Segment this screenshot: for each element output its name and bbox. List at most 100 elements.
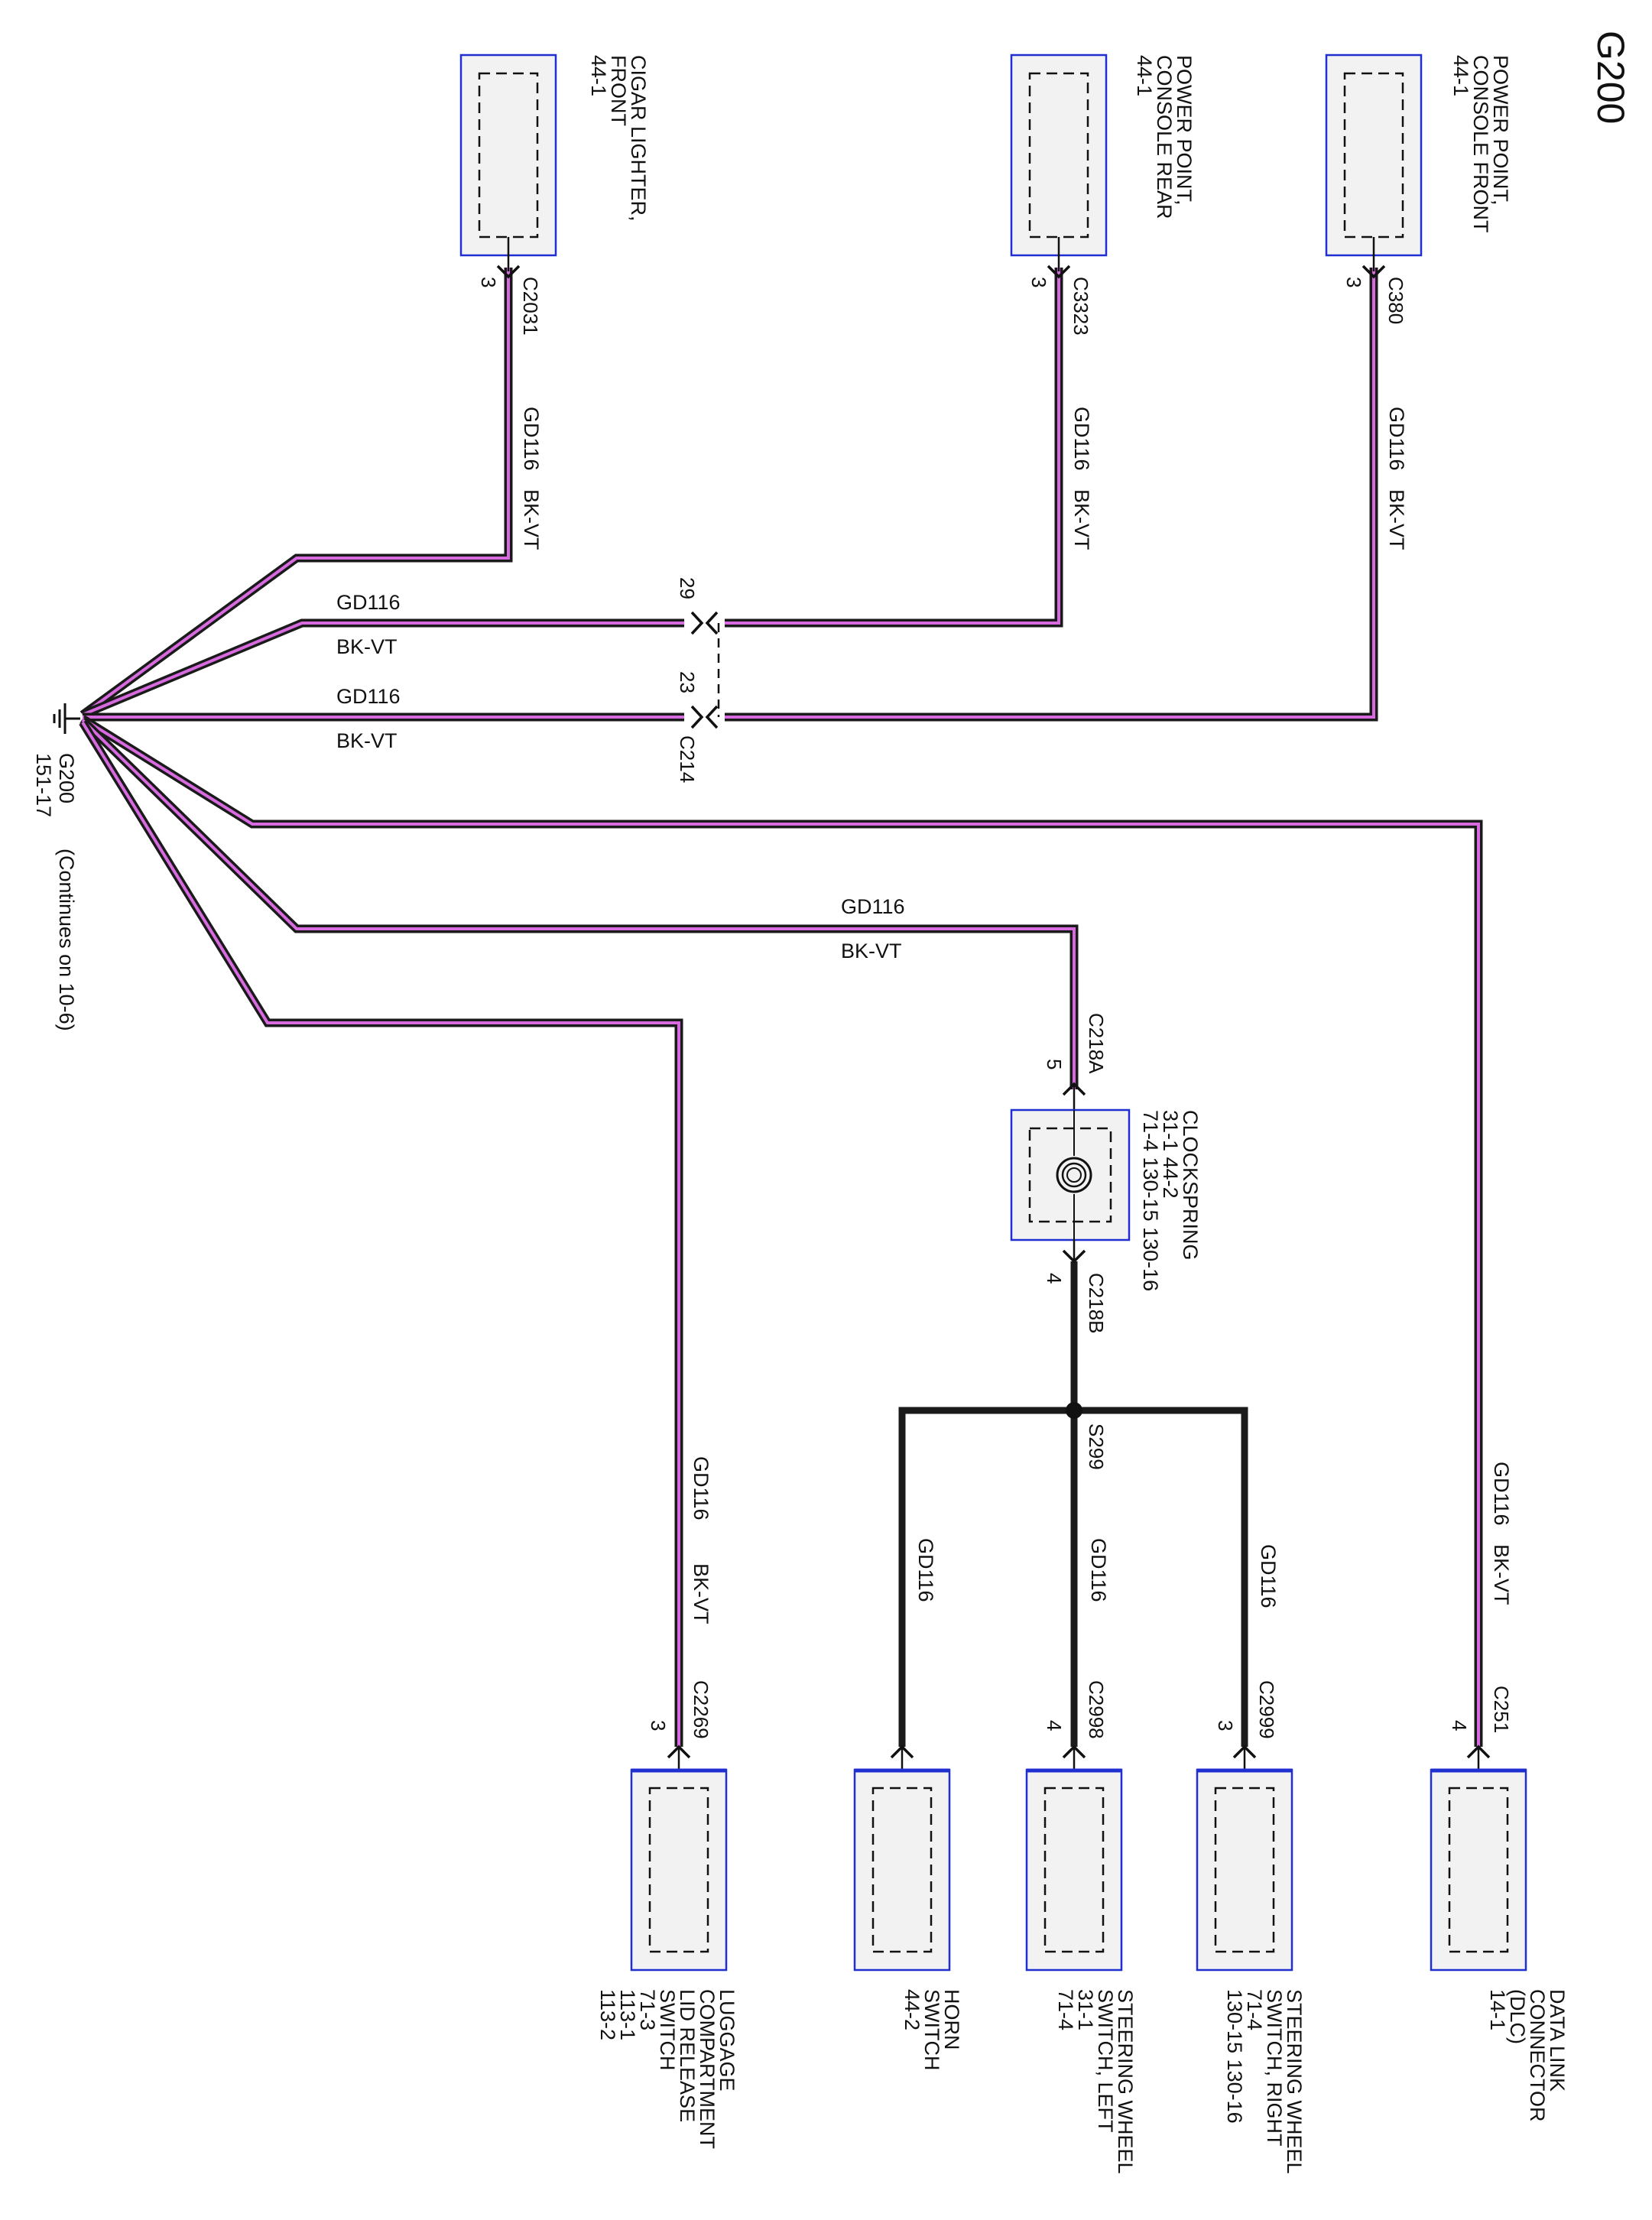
component-name-line-2: SWITCH, LEFT — [1094, 1989, 1117, 2133]
circuit-label: GD116 — [914, 1538, 937, 1602]
pin-number: 3 — [1027, 277, 1050, 287]
component-inner-dashed — [1043, 1787, 1105, 1953]
component-name-line-1: LUGGAGE — [716, 1989, 738, 2092]
wire-cigar-lighter — [80, 268, 513, 719]
component-name-line-2: CONSOLE FRONT — [1469, 55, 1492, 233]
wire-dlc — [80, 715, 1483, 1747]
component-name-line-4: 14-1 — [1486, 1989, 1509, 2030]
splice-id: S299 — [1085, 1423, 1108, 1470]
component-name-line-1: CLOCKSPRING — [1179, 1110, 1202, 1261]
connector-id: C3323 — [1069, 277, 1092, 336]
connector-id: C214 — [676, 735, 699, 783]
pin-number: 3 — [477, 277, 500, 287]
component-box — [1025, 1768, 1123, 1972]
wire-color-label: BK-VT — [336, 635, 398, 658]
component-name-line-1: STEERING WHEEL — [1283, 1989, 1306, 2174]
connector-id: C2999 — [1255, 1680, 1278, 1739]
component-name-line-3: 71-4 130-15 130-16 — [1139, 1110, 1162, 1291]
pin-upper: 29 — [676, 577, 699, 599]
component-inner-dashed — [648, 1787, 709, 1953]
component-name-line-2: FRONT — [607, 55, 630, 126]
pin-number: 3 — [647, 1720, 670, 1731]
component-box — [459, 54, 557, 257]
wire-power-point-front — [725, 268, 1378, 722]
component-inner-dashed — [871, 1787, 933, 1953]
circuit-label: GD116 — [690, 1456, 712, 1521]
component-name-line-3: 71-4 — [1243, 1989, 1266, 2030]
pin-number: 4 — [1043, 1720, 1066, 1731]
component-name-line-1: STEERING WHEEL — [1114, 1989, 1137, 2174]
pin-number: 4 — [1448, 1720, 1471, 1731]
component-name-line-3: 44-1 — [587, 55, 610, 96]
wire-color-label: BK-VT — [336, 729, 398, 752]
component-name-line-3: 31-1 — [1074, 1989, 1097, 2030]
wire-power-point-rear — [725, 268, 1063, 628]
component-name-line-4: 130-15 130-16 — [1223, 1989, 1246, 2124]
wire-circuit-label: GD116 — [336, 685, 401, 708]
component-inner-dashed — [1343, 72, 1404, 239]
component-box — [630, 1768, 728, 1972]
clockspring-coil-icon — [1056, 1157, 1092, 1193]
inline-connector-c214: 29 23 C214 — [676, 577, 720, 783]
ground-g200: G200 151-17 (Continues on 10-6) — [32, 703, 80, 1031]
component-name-line-7: 113-2 — [596, 1989, 619, 2040]
wire-luggage — [79, 720, 683, 1747]
component-box — [1196, 1768, 1293, 1972]
component-luggage-switch: GD116 BK-VT C2269 3 LUGGAGE COMPARTMENT … — [596, 1456, 738, 2149]
component-name-line-3: 44-1 — [1133, 55, 1156, 96]
pin-number-top: 5 — [1043, 1059, 1066, 1069]
component-name-line-6: 113-1 — [616, 1989, 639, 2040]
ground-continuation: (Continues on 10-6) — [55, 849, 78, 1031]
component-name-line-3: LID RELEASE — [676, 1989, 699, 2122]
component-dlc: GD116 BK-VT C251 4 DATA LINK CONNECTOR (… — [1430, 1462, 1569, 2122]
connector-id: C380 — [1384, 277, 1407, 324]
color-code-label: BK-VT — [690, 1563, 712, 1624]
component-name-line-2: SWITCH, RIGHT — [1263, 1989, 1286, 2146]
circuit-label: GD116 — [1490, 1462, 1513, 1526]
wire-color-label: BK-VT — [841, 940, 902, 962]
pin-number: 3 — [1342, 277, 1365, 287]
component-name-line-2: COMPARTMENT — [696, 1989, 719, 2149]
wire-bundle — [79, 268, 1483, 1747]
page-title: G200 — [1589, 31, 1632, 124]
component-name-line-4: 71-4 — [1054, 1989, 1077, 2030]
component-steering-wheel-right: GD116 C2999 3 STEERING WHEEL SWITCH, RIG… — [1196, 1544, 1306, 2174]
component-inner-dashed — [1028, 72, 1089, 239]
component-name-line-3: 44-2 — [901, 1989, 923, 2030]
component-name-line-1: DATA LINK — [1546, 1989, 1569, 2092]
component-box — [853, 1768, 951, 1972]
component-name-line-2: CONSOLE REAR — [1153, 55, 1176, 219]
ground-id: G200 — [55, 753, 78, 803]
component-name-line-1: CIGAR LIGHTER, — [627, 55, 650, 222]
color-code-label: BK-VT — [1490, 1544, 1513, 1605]
connector-id-bottom: C218B — [1085, 1273, 1108, 1334]
component-power-point-rear: POWER POINT, CONSOLE REAR 44-1 C3323 3 G… — [1010, 54, 1196, 550]
component-name-line-1: POWER POINT, — [1173, 55, 1196, 206]
component-clockspring: CLOCKSPRING 31-1 44-2 71-4 130-15 130-16… — [1010, 1013, 1202, 1334]
circuit-label: GD116 — [520, 407, 543, 471]
component-power-point-front: POWER POINT, CONSOLE FRONT 44-1 C380 3 G… — [1325, 54, 1512, 550]
wire-clockspring — [80, 717, 1079, 1089]
component-name-line-2: CONNECTOR — [1526, 1989, 1549, 2122]
component-name-line-2: 31-1 44-2 — [1159, 1110, 1182, 1199]
component-name-line-3: (DLC) — [1506, 1989, 1529, 2044]
component-box — [1010, 1108, 1131, 1241]
component-inner-dashed — [1028, 1127, 1112, 1223]
circuit-label: GD116 — [1257, 1544, 1280, 1608]
wire-circuit-label: GD116 — [336, 591, 401, 614]
circuit-label: GD116 — [1070, 407, 1093, 471]
connector-id: C251 — [1490, 1686, 1513, 1733]
component-box — [1010, 54, 1108, 257]
component-cigar-lighter: CIGAR LIGHTER, FRONT 44-1 C2031 3 GD116 … — [459, 54, 650, 550]
component-name-line-2: SWITCH — [920, 1989, 943, 2070]
component-box — [1430, 1768, 1527, 1972]
wire-c214-upper — [80, 618, 684, 719]
ground-ref: 151-17 — [32, 753, 55, 817]
component-name-line-1: POWER POINT, — [1489, 55, 1512, 206]
connector-id-top: C218A — [1085, 1013, 1108, 1074]
circuit-label: GD116 — [1087, 1538, 1110, 1602]
component-inner-dashed — [478, 72, 539, 239]
circuit-label: GD116 — [1385, 407, 1408, 471]
color-code-label: BK-VT — [1385, 489, 1408, 550]
